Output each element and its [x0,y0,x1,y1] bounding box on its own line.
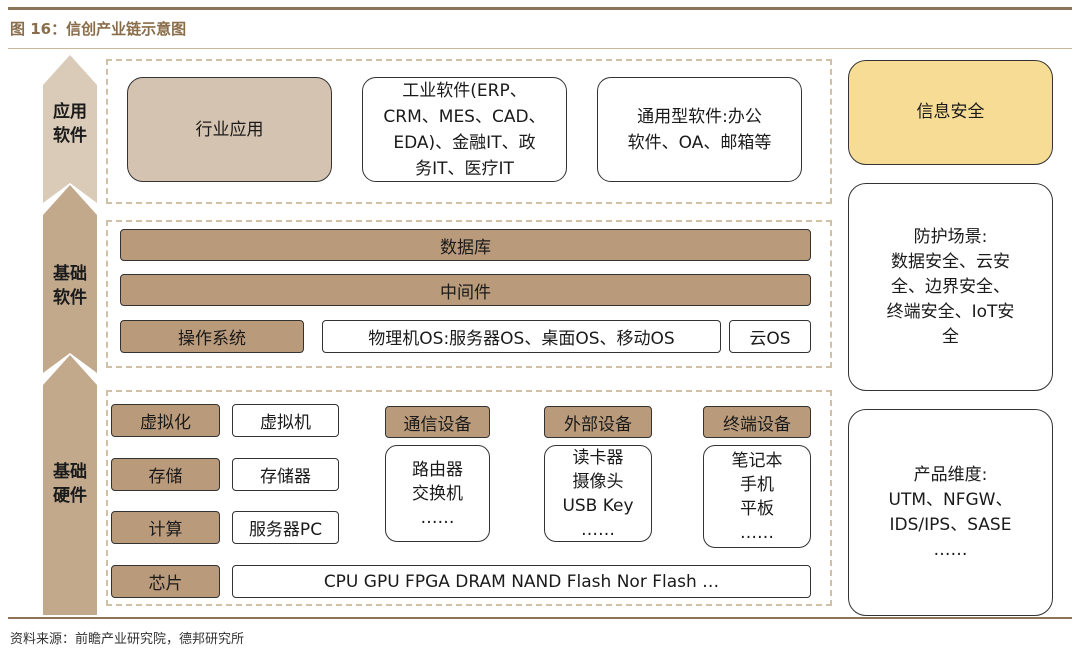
arrow-basic-software [43,185,97,373]
terminal-equipment: 终端设备 [703,406,811,438]
top-rule [8,7,1072,10]
text-line: 应用 [53,102,87,122]
text-line: 务IT、医疗IT [415,158,514,179]
text-line: 摄像头 [572,471,624,492]
storage: 存储 [111,458,220,491]
server-pc: 服务器PC [232,511,339,544]
text-line: 全、边界安全、 [891,276,1010,297]
industry-application: 行业应用 [127,77,332,182]
application-layer-frame [106,59,832,204]
text-line: …… [420,507,455,528]
source-note: 资料来源：前瞻产业研究院，德邦研究所 [10,632,245,647]
compute: 计算 [111,511,220,544]
text-line: 数据安全、云安 [891,251,1010,272]
text-line: 笔记本 [731,450,783,471]
text-line: 防护场景: [913,226,988,247]
cloud-os: 云OS [729,320,811,353]
text-line: 读卡器 [572,447,624,468]
general-software: 通用型软件:办公软件、OA、邮箱等 [597,77,802,182]
comm-equipment-items-lines: 路由器交换机 …… [412,458,463,530]
virtualization: 虚拟化 [111,404,220,437]
basic-hardware-frame [106,390,832,606]
text-line: 路由器 [412,459,463,480]
protection-scenarios-lines: 防护场景: 数据安全、云安全、边界安全、终端安全、IoT安全 [887,225,1015,350]
external-equipment-items-lines: 读卡器摄像头 USB Key …… [562,446,633,542]
text-line: 产品维度: [913,464,988,485]
text-line: 终端安全、IoT安 [886,301,1015,322]
layer-label-basic-hardware: 基础硬件 [43,460,97,508]
text-line: 全 [942,326,959,347]
text-line: 工业软件(ERP、 [402,80,527,101]
title-separator [8,48,1072,49]
layer-arrows [43,55,97,615]
text-line: EDA)、金融IT、政 [393,132,536,153]
text-line: …… [581,519,615,540]
text-line: 软件 [53,126,87,146]
text-line: CRM、MES、CAD、 [383,106,546,127]
chip: 芯片 [111,565,220,598]
database-bar: 数据库 [120,229,811,261]
operating-system: 操作系统 [120,320,304,353]
information-security: 信息安全 [848,60,1053,165]
basic-software-frame [106,220,832,368]
text-line: 基础 [53,264,87,284]
text-line: IDS/IPS、SASE [889,514,1012,535]
text-line: 硬件 [53,486,87,506]
layer-label-application-lines: 应用软件 [43,100,97,148]
terminal-equipment-items: 笔记本手机平板 …… [703,445,811,548]
middleware-bar: 中间件 [120,274,811,306]
product-dimensions: 产品维度: UTM、NFGW、 IDS/IPS、SASE …… [848,409,1053,616]
arrow-basic-hardware [43,355,97,615]
text-line: 交换机 [412,483,463,504]
protection-scenarios: 防护场景: 数据安全、云安全、边界安全、终端安全、IoT安全 [848,183,1053,391]
industrial-software-lines: 工业软件(ERP、 CRM、MES、CAD、 EDA)、金融IT、政务IT、医疗IT [383,78,545,182]
chip-types: CPU GPU FPGA DRAM NAND Flash Nor Flash … [232,565,811,598]
text-line: 通用型软件:办公 [637,106,762,127]
terminal-equipment-items-lines: 笔记本手机平板 …… [732,449,783,545]
layer-label-application: 应用软件 [43,100,97,148]
text-line: 手机 [740,474,774,495]
bottom-rule [8,617,1072,619]
comm-equipment: 通信设备 [385,406,490,438]
text-line: 软件 [53,288,87,308]
virtual-machine: 虚拟机 [232,404,339,437]
text-line: 软件、OA、邮箱等 [627,132,772,153]
external-equipment-items: 读卡器摄像头 USB Key …… [544,445,652,542]
text-line: …… [933,539,968,560]
figure-title: 图 16：信创产业链示意图 [10,20,187,38]
text-line: UTM、NFGW、 [888,489,1013,510]
storage-device: 存储器 [232,458,339,491]
industrial-software: 工业软件(ERP、 CRM、MES、CAD、 EDA)、金融IT、政务IT、医疗IT [362,77,567,182]
layer-label-basic-software: 基础软件 [43,262,97,310]
text-line: 基础 [53,462,87,482]
general-software-lines: 通用型软件:办公软件、OA、邮箱等 [628,104,772,156]
external-equipment: 外部设备 [544,406,652,438]
product-dimensions-lines: 产品维度: UTM、NFGW、 IDS/IPS、SASE …… [889,463,1013,563]
text-line: 平板 [740,498,774,519]
layer-label-basic-software-lines: 基础软件 [43,262,97,310]
layer-label-basic-hardware-lines: 基础硬件 [43,460,97,508]
os-types: 物理机OS:服务器OS、桌面OS、移动OS [322,320,721,353]
comm-equipment-items: 路由器交换机 …… [385,445,490,542]
arrow-application [43,55,97,203]
text-line: …… [740,522,774,543]
text-line: USB Key [562,495,634,516]
